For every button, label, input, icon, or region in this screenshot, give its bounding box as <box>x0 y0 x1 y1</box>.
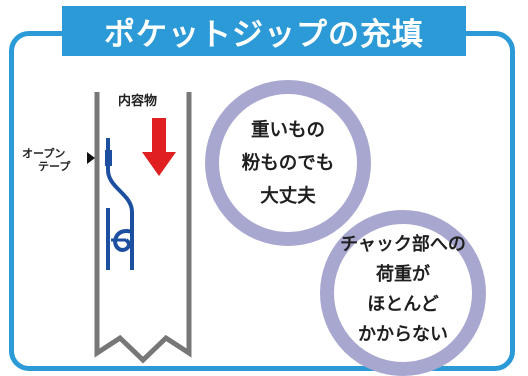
callout-heavy-items: 重いもの 粉ものでも 大丈夫 <box>205 80 371 246</box>
zipper-hook <box>113 228 133 253</box>
page-title: ポケットジップの充填 <box>104 16 424 53</box>
title-band: ポケットジップの充填 <box>62 6 466 56</box>
tape-pointer <box>87 152 95 164</box>
pouch-outline <box>94 92 192 364</box>
callout-zipper-load: チャック部への 荷重が ほとんど かからない <box>320 210 486 376</box>
zipper-film <box>106 138 134 270</box>
contents-arrow <box>142 118 176 176</box>
open-tape-label: オープン テープ <box>22 147 71 173</box>
contents-label: 内容物 <box>118 94 158 109</box>
